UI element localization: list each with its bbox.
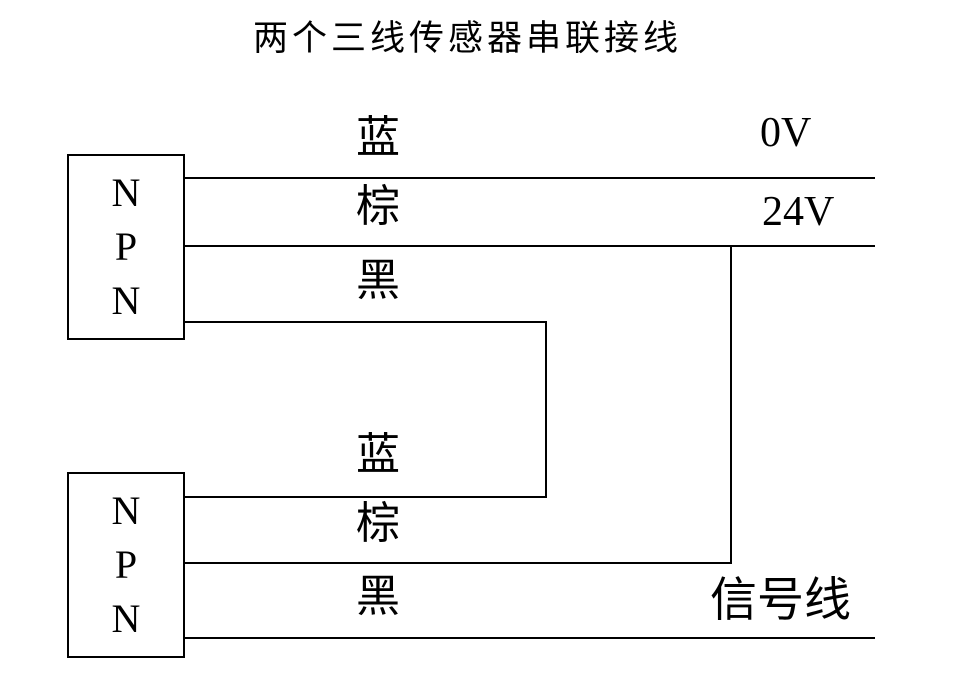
label-sensor-bottom-blue: 蓝: [356, 430, 400, 479]
wire-sensor-top-brown-24v: [184, 245, 875, 247]
wire-sensor-top-black: [184, 321, 547, 323]
label-sensor-top-black: 黑: [356, 256, 400, 305]
label-0v-rail: 0V: [760, 110, 812, 156]
sensor-top-letter-p: P: [114, 224, 138, 269]
label-sensor-bottom-black: 黑: [356, 572, 400, 621]
wire-sensor-bottom-blue: [184, 496, 547, 498]
wire-sensor-bottom-brown: [184, 562, 732, 564]
wire-series-link-vertical: [545, 321, 547, 498]
sensor-bottom-npn-box: N P N: [67, 472, 185, 658]
label-24v-rail: 24V: [762, 189, 835, 235]
label-sensor-bottom-brown: 棕: [356, 499, 400, 548]
wire-sensor-bottom-black-signal: [184, 637, 875, 639]
wire-brown-to-24v-vertical: [730, 245, 732, 564]
sensor-bottom-letter-n1: N: [111, 488, 141, 533]
sensor-bottom-letter-n2: N: [111, 596, 141, 641]
sensor-top-letter-n1: N: [111, 170, 141, 215]
sensor-bottom-letter-p: P: [114, 542, 138, 587]
sensor-top-npn-box: N P N: [67, 154, 185, 340]
wire-sensor-top-blue-0v: [184, 177, 875, 179]
label-sensor-top-brown: 棕: [356, 182, 400, 231]
label-sensor-top-blue: 蓝: [356, 113, 400, 162]
diagram-title: 两个三线传感器串联接线: [253, 19, 683, 58]
sensor-top-letter-n2: N: [111, 278, 141, 323]
label-signal-line: 信号线: [710, 575, 851, 627]
